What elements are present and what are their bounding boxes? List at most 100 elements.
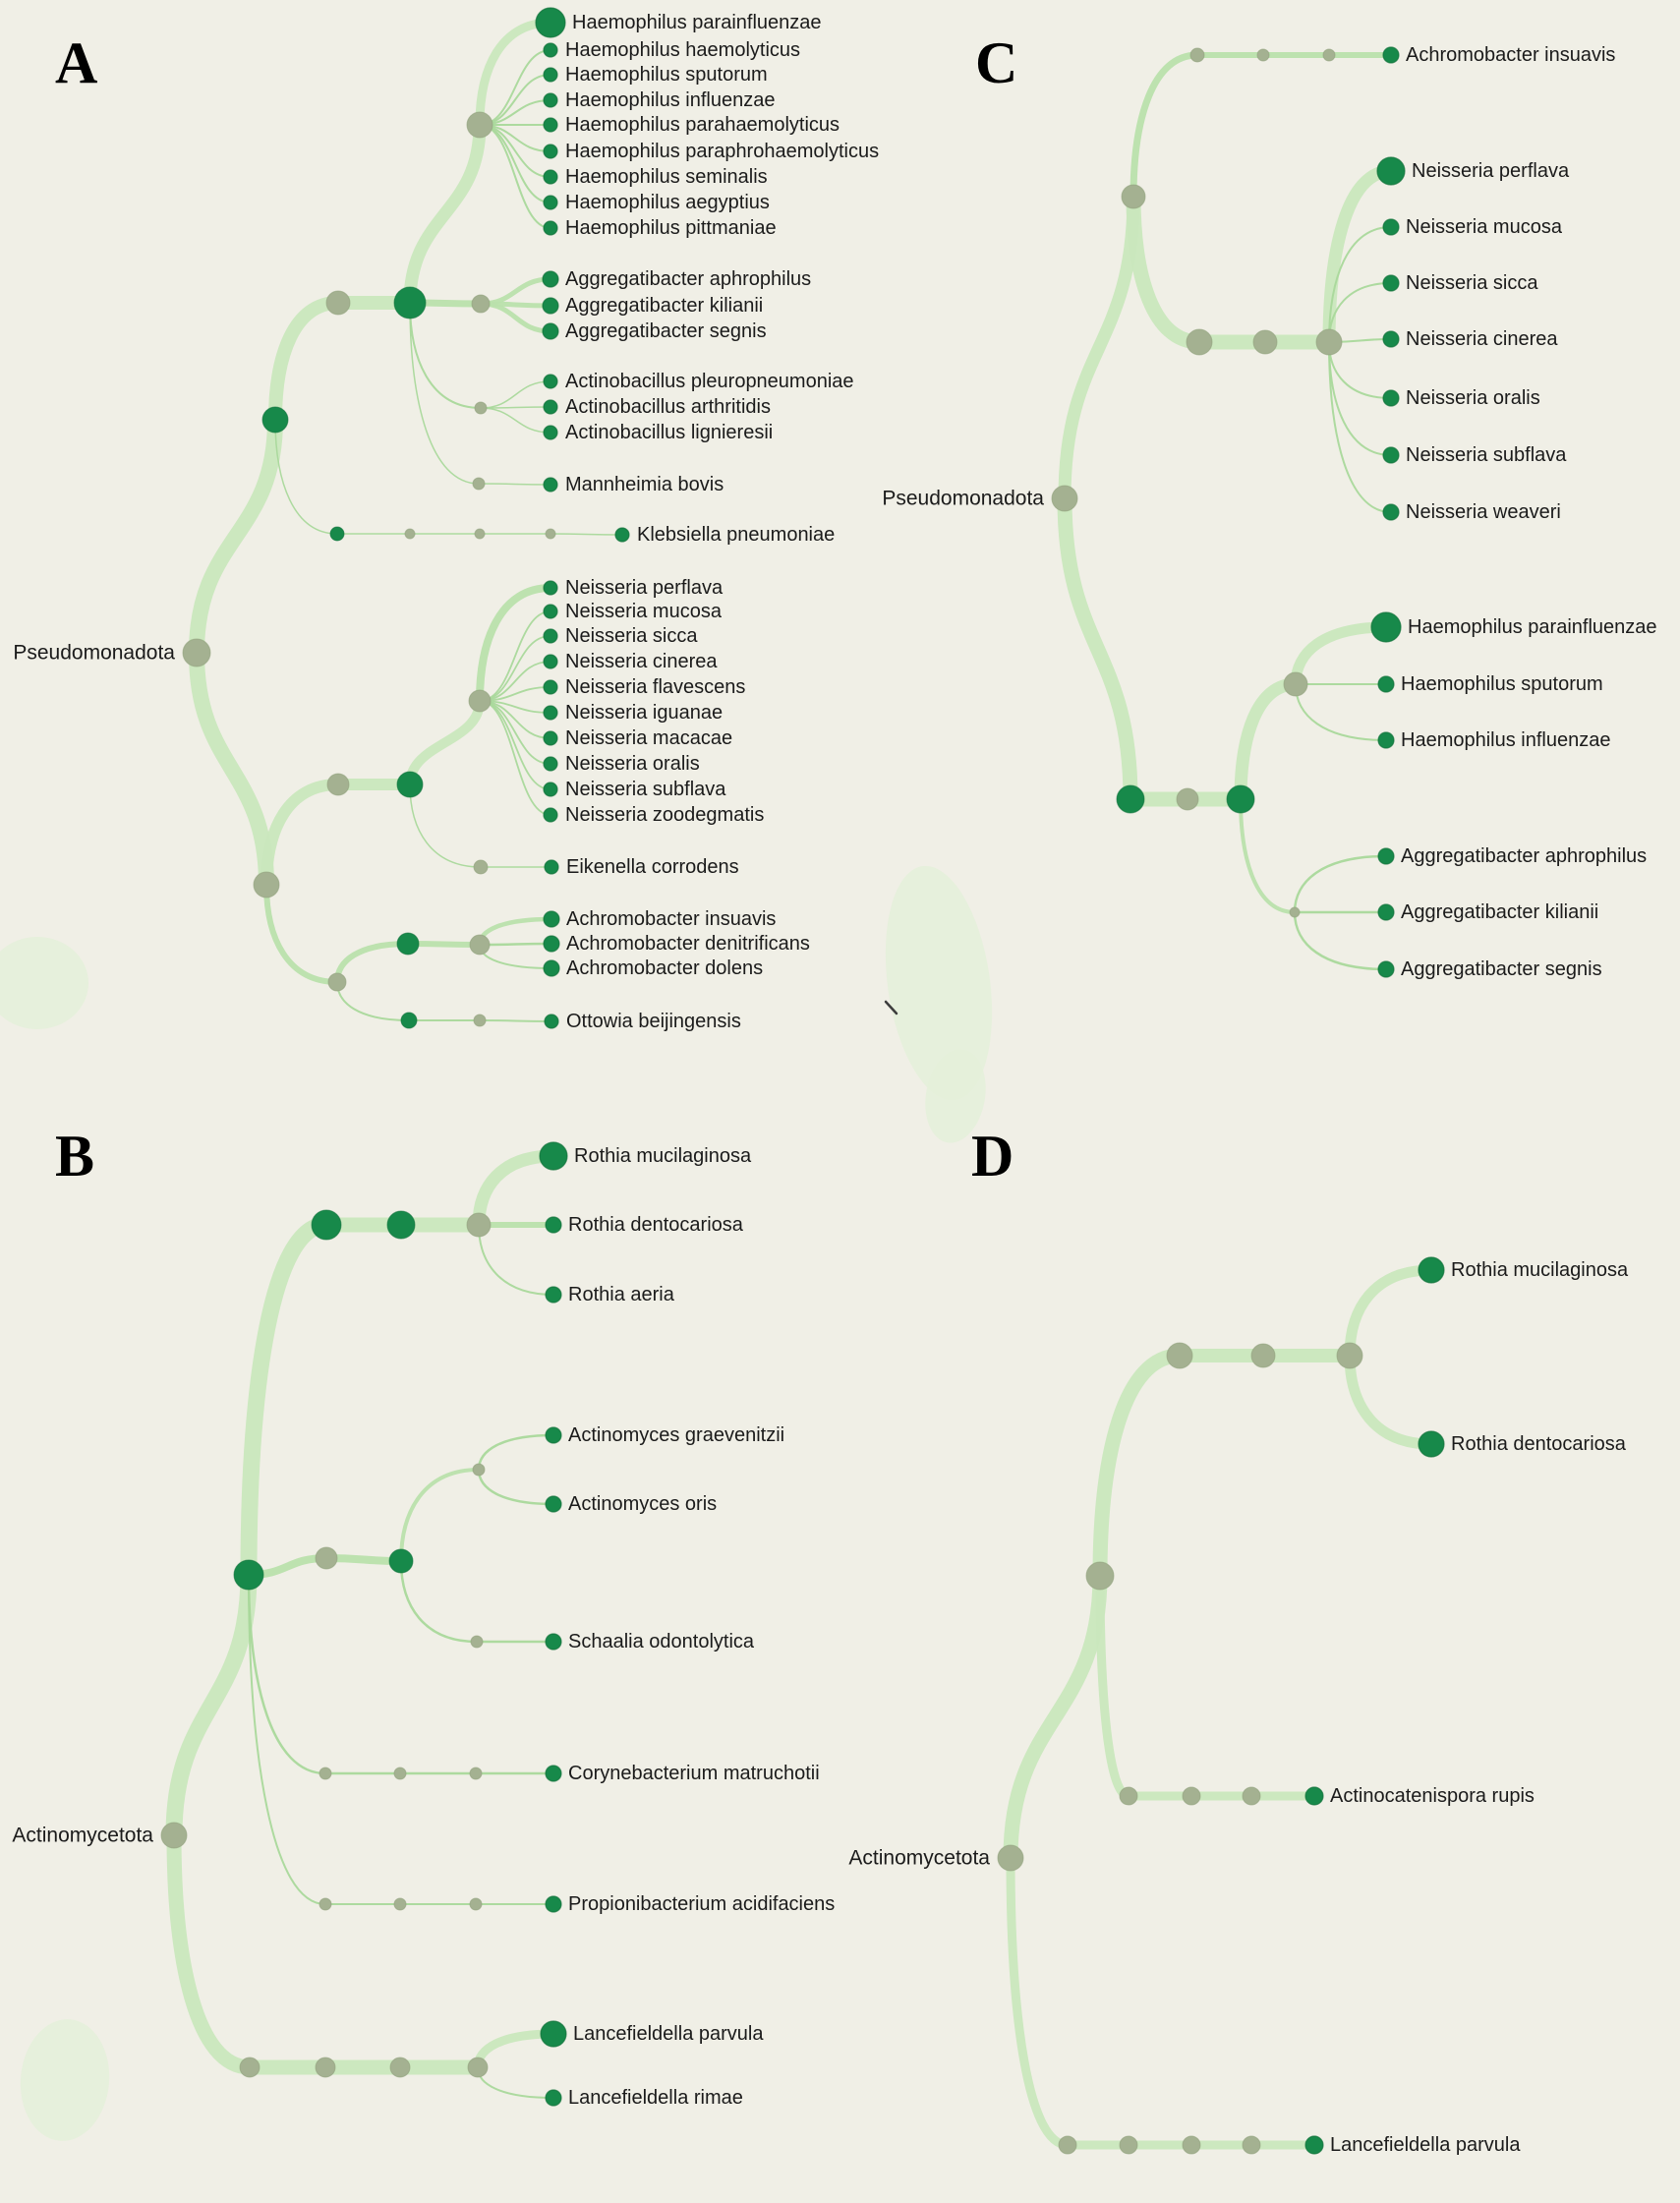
tip-node xyxy=(1382,274,1400,292)
internal-node xyxy=(1119,1786,1138,1806)
tip-node xyxy=(1370,611,1402,643)
tip-node xyxy=(543,169,558,185)
tip-label: Neisseria macacae xyxy=(565,727,732,749)
tip-label: Haemophilus sputorum xyxy=(1401,673,1603,695)
internal-node xyxy=(472,1463,486,1477)
tip-node xyxy=(543,756,558,772)
internal-node xyxy=(404,528,416,540)
tip-label: Rothia dentocariosa xyxy=(1451,1433,1627,1455)
tree-branch xyxy=(409,783,482,868)
tree-branch xyxy=(240,1216,335,1584)
tree-branch xyxy=(475,18,555,130)
tip-node xyxy=(542,297,559,315)
tree-branch xyxy=(1006,1853,1072,2150)
decor-blob xyxy=(925,1049,986,1143)
tip-label: Neisseria sicca xyxy=(1406,272,1538,294)
internal-node xyxy=(1121,184,1146,209)
decor-blob xyxy=(885,865,993,1101)
tree-branch xyxy=(1344,1350,1437,1450)
internal-node xyxy=(1186,328,1213,356)
tip-node xyxy=(543,935,560,953)
tip-label: Corynebacterium matruchotii xyxy=(568,1763,820,1784)
tip-node xyxy=(542,270,559,288)
tip-label: Actinomyces graevenitzii xyxy=(568,1424,784,1446)
internal-node xyxy=(1182,1786,1201,1806)
tip-node xyxy=(543,477,558,493)
tip-label: Actinomyces oris xyxy=(568,1493,717,1515)
tree-branch xyxy=(274,419,338,535)
tree-branch xyxy=(478,301,553,334)
tip-node xyxy=(543,220,558,236)
tip-label: Rothia mucilaginosa xyxy=(574,1145,752,1167)
tip-node xyxy=(1377,903,1395,921)
internal-node xyxy=(1116,784,1145,814)
tip-node xyxy=(1304,1786,1324,1806)
internal-node xyxy=(393,286,427,319)
tip-label: Rothia mucilaginosa xyxy=(1451,1259,1629,1281)
root-label: Pseudomonadota xyxy=(13,642,175,665)
internal-node xyxy=(315,2057,336,2078)
tip-label: Neisseria perflava xyxy=(1412,160,1570,182)
tip-node xyxy=(539,1141,568,1171)
tree-branch xyxy=(268,296,345,427)
internal-node xyxy=(472,477,486,491)
internal-node xyxy=(393,1897,407,1911)
tip-node xyxy=(1377,675,1395,693)
tip-label: Haemophilus parahaemolyticus xyxy=(565,114,840,136)
tip-label: Eikenella corrodens xyxy=(566,856,739,878)
tip-node xyxy=(543,42,558,58)
tree-branch xyxy=(1234,677,1303,806)
tip-label: Aggregatibacter kilianii xyxy=(565,295,763,317)
tip-node xyxy=(535,7,566,38)
tip-node xyxy=(1377,731,1395,749)
tree-branch xyxy=(1239,797,1297,914)
tip-label: Neisseria cinerea xyxy=(1406,328,1558,350)
tip-node xyxy=(543,425,558,440)
tip-label: Actinobacillus pleuropneumoniae xyxy=(565,371,854,392)
tip-node xyxy=(543,604,558,619)
tip-label: Haemophilus parainfluenzae xyxy=(572,12,822,33)
tip-label: Neisseria iguanae xyxy=(565,702,723,724)
internal-node xyxy=(1189,47,1205,63)
tip-node xyxy=(544,1014,559,1029)
panel-letter-A: A xyxy=(55,30,97,95)
tip-node xyxy=(545,1895,562,1913)
tree-branch xyxy=(409,302,480,485)
tip-label: Schaalia odontolytica xyxy=(568,1631,755,1652)
tip-label: Haemophilus haemolyticus xyxy=(565,39,800,61)
root-node xyxy=(997,1844,1024,1872)
tree-branch xyxy=(189,412,283,661)
tree-branch xyxy=(472,1149,560,1232)
tip-node xyxy=(1377,847,1395,865)
internal-node xyxy=(396,932,420,956)
tip-node xyxy=(614,527,630,543)
tree-branch xyxy=(479,1019,552,1022)
internal-node xyxy=(469,934,491,956)
tree-branch xyxy=(1003,1568,1108,1866)
internal-node xyxy=(1322,48,1336,62)
tree-branch xyxy=(476,584,554,705)
internal-node xyxy=(1166,1342,1193,1369)
tip-node xyxy=(545,1216,562,1234)
tip-label: Aggregatibacter segnis xyxy=(565,320,767,342)
tip-label: Klebsiella pneumoniae xyxy=(637,524,835,546)
tip-node xyxy=(542,322,559,340)
tree-branch xyxy=(478,1224,554,1296)
tip-node xyxy=(1382,446,1400,464)
tip-label: Haemophilus aegyptius xyxy=(565,192,770,213)
tip-label: Achromobacter dolens xyxy=(566,957,763,979)
tip-node xyxy=(543,374,558,389)
tip-label: Neisseria flavescens xyxy=(565,676,745,698)
panel-letter-D: D xyxy=(971,1124,1014,1188)
tip-node xyxy=(545,1495,562,1513)
tree-branch xyxy=(399,1468,481,1563)
tip-node xyxy=(540,2020,567,2048)
tip-node xyxy=(543,399,558,415)
tree-branch xyxy=(403,118,487,310)
tip-label: Haemophilus sputorum xyxy=(565,64,768,86)
tree-branch xyxy=(1328,226,1392,343)
internal-node xyxy=(388,1548,414,1574)
tip-label: Achromobacter insuavis xyxy=(566,908,776,930)
tip-label: Neisseria oralis xyxy=(1406,387,1540,409)
